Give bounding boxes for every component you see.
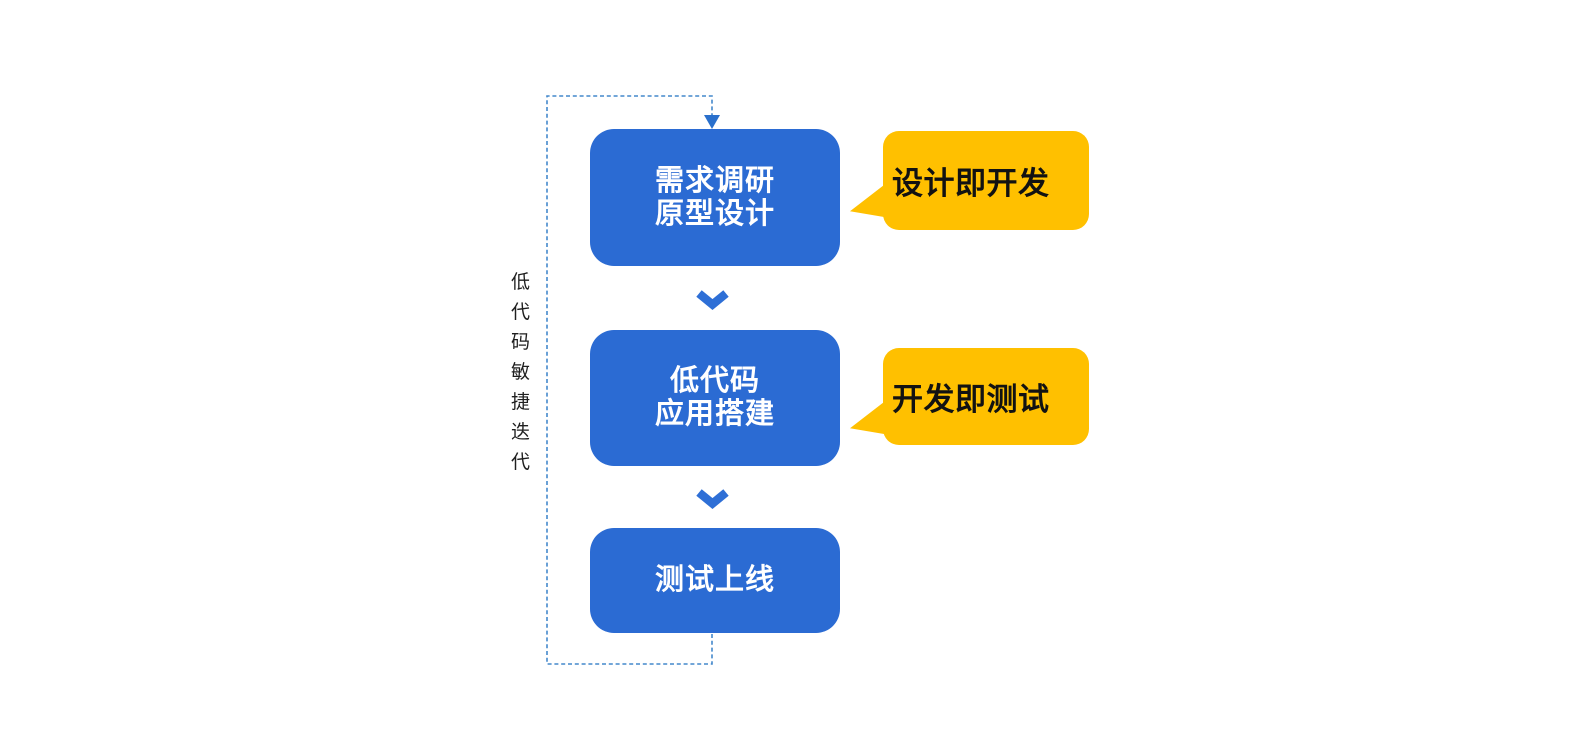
label-char: 码: [510, 332, 530, 353]
callout-text: 开发即测试: [892, 382, 1050, 417]
loop-arrowhead-icon: [704, 115, 720, 129]
label-char: 低: [510, 272, 530, 293]
callout-design-is-development: 设计即开发: [850, 131, 1089, 230]
label-char: 迭: [510, 422, 530, 443]
label-char: 代: [510, 452, 530, 473]
label-char: 代: [510, 302, 530, 323]
label-char: 捷: [510, 392, 530, 413]
step-label-line: 低代码: [669, 365, 760, 397]
flow-step-test-launch: 测试上线: [590, 528, 840, 633]
step-label-line: 测试上线: [654, 564, 775, 596]
step-label-line: 应用搭建: [654, 398, 775, 430]
step-label-line: 原型设计: [654, 197, 775, 230]
callout-development-is-testing: 开发即测试: [850, 348, 1089, 445]
chevron-down-icon: [696, 489, 729, 509]
chevron-down-icon: [696, 290, 729, 310]
callout-tail: [850, 185, 884, 217]
callout-text: 设计即开发: [892, 166, 1050, 201]
flow-step-lowcode-build: 低代码 应用搭建: [590, 330, 840, 466]
callout-tail: [850, 402, 884, 434]
vertical-loop-label: 低 代 码 敏 捷 迭 代: [510, 268, 531, 478]
step-label-line: 需求调研: [654, 164, 775, 197]
flow-step-requirements-prototype: 需求调研 原型设计: [590, 129, 840, 266]
label-char: 敏: [510, 362, 530, 383]
